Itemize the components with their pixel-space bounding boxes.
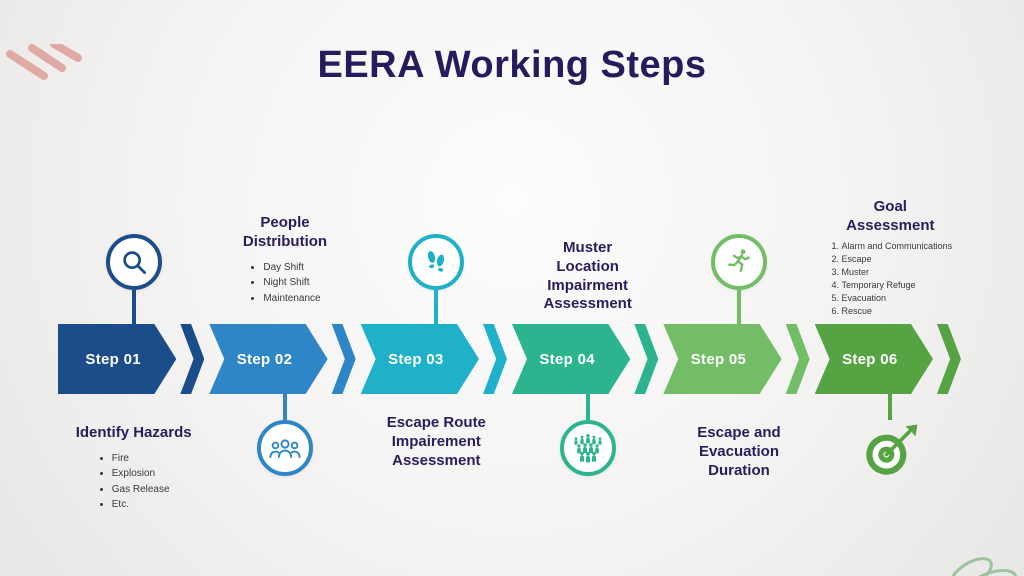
target-icon (859, 420, 921, 482)
step-2-separator-chevron (331, 324, 356, 394)
detail-item: Explosion (112, 466, 170, 482)
detail-item: Muster (842, 266, 953, 279)
step-4-heading: Muster Location Impairment Assessment (543, 239, 632, 313)
step-5-text-block: Escape and Evacuation Duration (681, 424, 797, 480)
step-1-label: Step 01 (85, 350, 141, 368)
detail-item: Maintenance (263, 291, 320, 307)
page-title: EERA Working Steps (317, 44, 707, 86)
detail-item: Etc. (112, 497, 170, 513)
connector-line (736, 290, 741, 324)
detail-item: Escape (842, 253, 953, 266)
step-2-heading: People Distribution (242, 214, 328, 250)
step-3-separator-chevron (482, 324, 507, 394)
step-4-column: Muster Location Impairment Assessment St… (512, 172, 663, 564)
runner-icon (710, 234, 767, 290)
steps-timeline: Step 01 Identify Hazards Fire Explosion … (58, 172, 966, 564)
step-4-separator-chevron (634, 324, 659, 394)
footprints-icon (408, 234, 465, 290)
step-1-chevron: Step 01 (58, 324, 176, 394)
step-3-column: Step 03 Escape Route Impairement Assessm… (361, 172, 512, 564)
connector-line (282, 394, 287, 420)
step-2-icon-block (256, 394, 313, 476)
detail-item: Fire (112, 451, 170, 467)
detail-item: Temporary Refuge (842, 279, 953, 292)
step-6-icon-block (859, 394, 921, 482)
crowd-icon (559, 420, 616, 476)
step-6-heading: Goal Assessment (846, 198, 935, 234)
step-5-heading: Escape and Evacuation Duration (697, 424, 781, 479)
step-6-text-block: Goal Assessment Alarm and Communications… (829, 198, 953, 324)
step-2-details: Day Shift Night Shift Maintenance (249, 260, 320, 307)
detail-item: Rescue (842, 305, 953, 318)
step-1-details: Fire Explosion Gas Release Etc. (98, 451, 170, 513)
detail-item: Day Shift (263, 260, 320, 276)
people-group-icon (256, 420, 313, 476)
step-6-separator-chevron (936, 324, 961, 394)
step-1-text-block: Identify Hazards Fire Explosion Gas Rele… (76, 424, 192, 513)
step-2-text-block: People Distribution Day Shift Night Shif… (229, 214, 341, 324)
step-3-heading: Escape Route Impairement Assessment (386, 414, 486, 469)
step-4-chevron: Step 04 (512, 324, 630, 394)
step-5-chevron: Step 05 (663, 324, 781, 394)
step-1-separator-chevron (180, 324, 205, 394)
detail-item: Evacuation (842, 292, 953, 305)
step-3-chevron: Step 03 (361, 324, 479, 394)
step-2-chevron: Step 02 (209, 324, 327, 394)
step-4-label: Step 04 (539, 350, 595, 368)
connector-line (888, 394, 893, 420)
step-6-label: Step 06 (842, 350, 898, 368)
step-6-column: Goal Assessment Alarm and Communications… (815, 172, 966, 564)
step-3-label: Step 03 (388, 350, 444, 368)
step-4-icon-block (559, 394, 616, 476)
connector-line (131, 290, 136, 324)
step-5-label: Step 05 (690, 350, 747, 368)
detail-item: Gas Release (112, 482, 170, 498)
step-3-text-block: Escape Route Impairement Assessment (370, 414, 502, 470)
connector-line (434, 290, 439, 324)
step-6-chevron: Step 06 (815, 324, 933, 394)
step-1-icon-block (105, 234, 162, 324)
step-5-column: Step 05 Escape and Evacuation Duration (663, 172, 814, 564)
step-5-separator-chevron (785, 324, 810, 394)
detail-item: Night Shift (263, 275, 320, 291)
step-3-icon-block (408, 234, 465, 324)
connector-line (585, 394, 590, 420)
step-6-details: Alarm and Communications Escape Muster T… (829, 240, 953, 318)
step-2-label: Step 02 (236, 350, 293, 368)
detail-item: Alarm and Communications (842, 240, 953, 253)
magnifier-icon (105, 234, 162, 290)
step-1-heading: Identify Hazards (75, 424, 192, 441)
step-4-text-block: Muster Location Impairment Assessment (532, 239, 644, 324)
step-2-column: People Distribution Day Shift Night Shif… (209, 172, 360, 564)
step-1-column: Step 01 Identify Hazards Fire Explosion … (58, 172, 209, 564)
step-5-icon-block (710, 234, 767, 324)
